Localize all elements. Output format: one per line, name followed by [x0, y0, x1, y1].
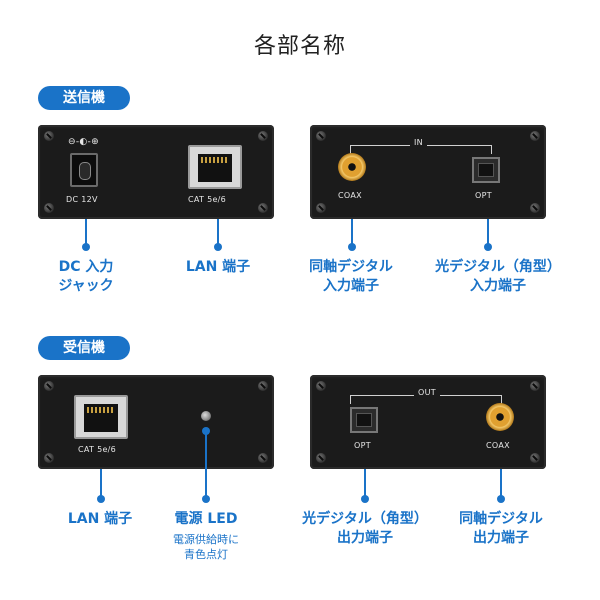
page-title: 各部名称 [253, 34, 346, 59]
callout-dot [82, 243, 90, 251]
lan-label: CAT 5e/6 [78, 445, 117, 454]
power-led-callout: 電源 LED 電源供給時に 青色点灯 [150, 510, 262, 562]
callout-text: DC 入力 [58, 259, 114, 275]
callout-note: 電源供給時に [173, 533, 239, 546]
callout-text: 同軸デジタル [459, 511, 543, 527]
callout-dot [202, 427, 210, 435]
callout-line [100, 469, 102, 497]
callout-dot [484, 243, 492, 251]
callout-text: LAN 端子 [185, 259, 251, 275]
callout-text: 電源 LED [174, 511, 238, 527]
callout-text: 光デジタル（角型） [435, 259, 561, 275]
screw-icon [44, 453, 54, 463]
dc-input-jack[interactable] [70, 153, 98, 187]
opt-label: OPT [354, 441, 371, 450]
callout-line [487, 219, 489, 245]
screw-icon [258, 381, 268, 391]
callout-line [217, 219, 219, 245]
rx-coax-callout: 同軸デジタル 出力端子 [440, 510, 562, 548]
callout-dot [97, 495, 105, 503]
callout-text: 入力端子 [323, 278, 379, 294]
screw-icon [530, 453, 540, 463]
screw-icon [44, 203, 54, 213]
transmitter-badge: 送信機 [38, 86, 130, 110]
opt-label: OPT [475, 191, 492, 200]
tx-coax-callout: 同軸デジタル 入力端子 [286, 258, 416, 296]
screw-icon [258, 131, 268, 141]
tx-lan-callout: LAN 端子 [166, 258, 270, 277]
screw-icon [258, 203, 268, 213]
callout-line [364, 469, 366, 497]
callout-note: 青色点灯 [184, 548, 228, 561]
screw-icon [44, 381, 54, 391]
coax-output-jack[interactable] [486, 403, 514, 431]
callout-text: 出力端子 [473, 530, 529, 546]
callout-dot [202, 495, 210, 503]
callout-text: ジャック [58, 278, 114, 294]
lan-label: CAT 5e/6 [188, 195, 227, 204]
callout-dot [361, 495, 369, 503]
rx-opt-callout: 光デジタル（角型） 出力端子 [280, 510, 450, 548]
lan-port[interactable] [74, 395, 128, 439]
callout-text: 光デジタル（角型） [302, 511, 428, 527]
dc-input-callout: DC 入力 ジャック [40, 258, 132, 296]
optical-input-port[interactable] [472, 157, 500, 183]
screw-icon [258, 453, 268, 463]
optical-output-port[interactable] [350, 407, 378, 433]
tx-opt-callout: 光デジタル（角型） 入力端子 [416, 258, 580, 296]
callout-text: 入力端子 [470, 278, 526, 294]
screw-icon [530, 131, 540, 141]
callout-text: 出力端子 [337, 530, 393, 546]
callout-text: 同軸デジタル [309, 259, 393, 275]
callout-line [205, 430, 207, 497]
output-group-label: OUT [414, 388, 440, 397]
screw-icon [530, 203, 540, 213]
dc-polarity-symbol: ⊖-◐-⊕ [68, 137, 99, 147]
input-group-label: IN [410, 138, 427, 147]
receiver-front-panel: OUT OPT COAX [310, 375, 546, 469]
callout-dot [348, 243, 356, 251]
callout-dot [497, 495, 505, 503]
screw-icon [316, 453, 326, 463]
dc-label: DC 12V [66, 195, 98, 204]
rx-lan-callout: LAN 端子 [48, 510, 152, 529]
coax-input-jack[interactable] [338, 153, 366, 181]
receiver-badge: 受信機 [38, 336, 130, 360]
callout-line [85, 219, 87, 245]
screw-icon [316, 381, 326, 391]
callout-dot [214, 243, 222, 251]
callout-line [351, 219, 353, 245]
transmitter-front-panel: IN COAX OPT [310, 125, 546, 219]
power-led [201, 411, 211, 421]
screw-icon [316, 131, 326, 141]
callout-line [500, 469, 502, 497]
screw-icon [316, 203, 326, 213]
screw-icon [530, 381, 540, 391]
receiver-rear-panel: CAT 5e/6 [38, 375, 274, 469]
screw-icon [44, 131, 54, 141]
callout-text: LAN 端子 [67, 511, 133, 527]
lan-port[interactable] [188, 145, 242, 189]
coax-label: COAX [338, 191, 362, 200]
coax-label: COAX [486, 441, 510, 450]
transmitter-rear-panel: ⊖-◐-⊕ DC 12V CAT 5e/6 [38, 125, 274, 219]
